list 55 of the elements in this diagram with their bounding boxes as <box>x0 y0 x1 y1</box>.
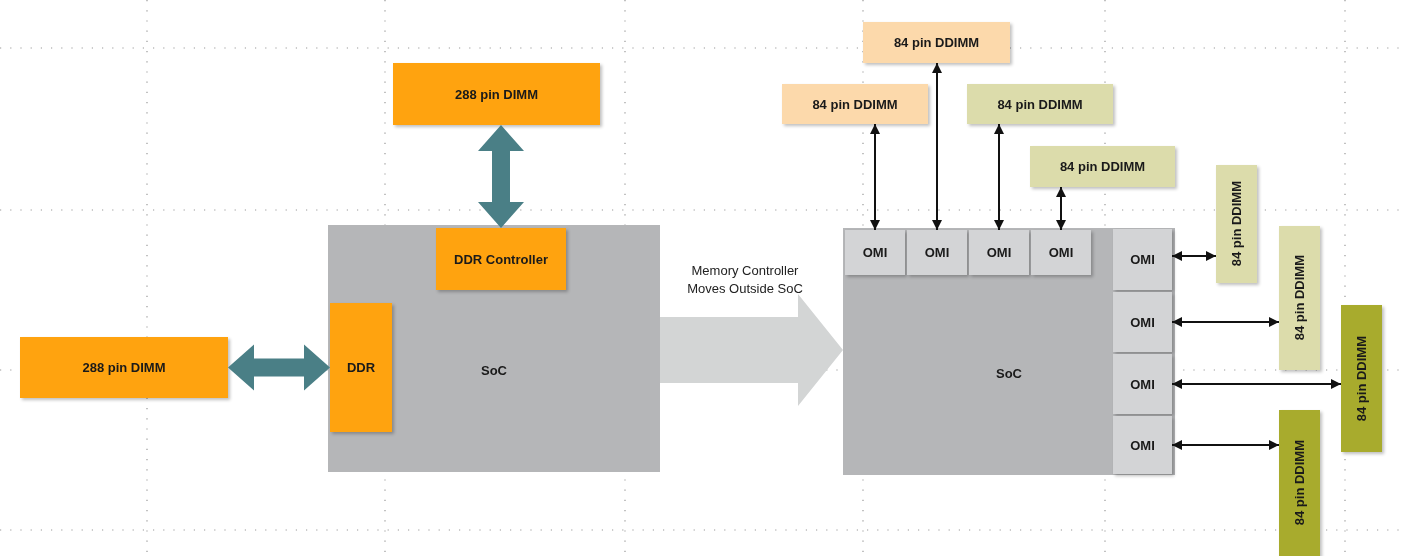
arrow <box>994 123 1004 231</box>
box-label: OMI <box>1130 376 1155 392</box>
box-label: 84 pin DDIMM <box>1354 335 1369 422</box>
arrow <box>932 62 942 231</box>
omi-block <box>969 230 1029 275</box>
omi-block <box>845 230 905 275</box>
arrow <box>1171 379 1342 389</box>
box-label: 84 pin DDIMM <box>893 35 980 50</box>
arrow <box>870 123 880 231</box>
box-label: 84 pin DDIMM <box>1292 255 1307 341</box>
memory-module-box <box>1216 165 1257 283</box>
box-label: OMI <box>862 245 888 260</box>
omi-block <box>907 230 967 275</box>
box-label: DDR <box>346 360 376 375</box>
memory-module-box <box>1030 146 1175 187</box>
box-label: OMI <box>1130 252 1155 267</box>
omi-block <box>1031 230 1091 275</box>
box-label: OMI <box>924 245 950 260</box>
omi-block <box>1113 229 1172 290</box>
box-label: 84 pin DDIMM <box>997 96 1083 112</box>
box-label: OMI <box>986 245 1012 260</box>
box-label: OMI <box>1130 314 1155 330</box>
box-label: OMI <box>1048 245 1074 260</box>
memory-module-box <box>782 84 928 124</box>
box-label: 84 pin DDIMM <box>1229 181 1244 267</box>
box-label: SoC <box>481 363 507 378</box>
memory-module-box <box>393 63 600 125</box>
box-label: SoC <box>996 366 1022 381</box>
box-label: 84 pin DDIMM <box>1292 440 1307 526</box>
memory-module-box <box>436 228 566 290</box>
memory-module-box <box>1341 305 1382 452</box>
block-arrow <box>228 344 330 391</box>
arrow <box>1171 317 1280 327</box>
box-label: DDR Controller <box>454 251 548 267</box>
box-label: 288 pin DIMM <box>82 360 166 375</box>
box-label: 84 pin DDIMM <box>812 96 898 112</box>
memory-module-box <box>863 22 1010 63</box>
box-label: 84 pin DDIMM <box>1059 159 1146 174</box>
memory-module-box <box>330 303 392 432</box>
omi-block <box>1113 416 1172 474</box>
omi-block <box>1113 292 1172 352</box>
soc-block <box>843 228 1175 475</box>
arrow <box>1056 186 1066 231</box>
block-arrow <box>478 125 524 228</box>
block-arrow <box>660 294 843 406</box>
memory-module-box <box>20 337 228 398</box>
box-label: OMI <box>1130 437 1155 453</box>
omi-block <box>1113 354 1172 414</box>
soc-block <box>328 225 660 472</box>
memory-module-box <box>1279 410 1320 556</box>
arrow <box>1171 440 1280 450</box>
memory-module-box <box>967 84 1113 124</box>
arrow <box>1171 251 1217 261</box>
memory-module-box <box>1279 226 1320 370</box>
box-label: 288 pin DIMM <box>454 86 539 102</box>
